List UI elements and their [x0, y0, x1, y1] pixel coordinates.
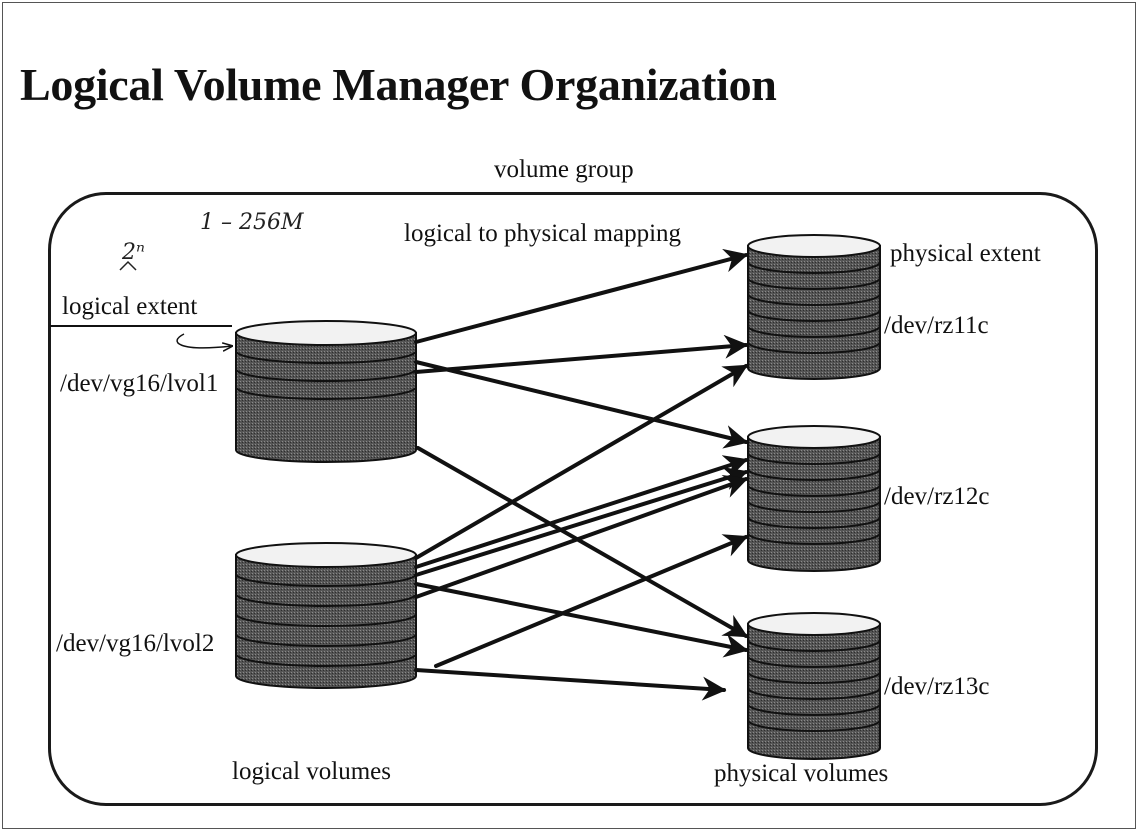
- arrow-lvol1-to-rz11c-mid: [414, 334, 749, 374]
- arrow-lvol1-to-rz13c: [416, 446, 749, 638]
- arrow-lvol2-to-rz12c-d: [434, 534, 749, 668]
- arrow-lvol2-to-rz12c-a: [414, 455, 749, 569]
- disk-lvol2: [235, 542, 417, 689]
- arrow-lvol2-to-rz11c: [414, 364, 749, 560]
- disk-rz12c: [747, 425, 881, 572]
- handwritten-size-note: 1 – 256M: [200, 210, 304, 235]
- physical-volumes-label: physical volumes: [714, 760, 889, 787]
- arrow-lvol1-to-rz11c-top: [414, 248, 749, 344]
- lvol1-label: /dev/vg16/lvol1: [60, 370, 219, 397]
- logical-volumes-label: logical volumes: [232, 758, 391, 785]
- handwritten-power-note: 2ⁿ: [122, 240, 145, 265]
- rz13c-label: /dev/rz13c: [884, 673, 990, 700]
- arrow-lvol1-to-rz12c: [414, 360, 749, 449]
- logical-extent-pointer: [176, 333, 232, 348]
- physical-extent-label: physical extent: [890, 240, 1041, 267]
- slide-title: Logical Volume Manager Organization: [20, 59, 777, 110]
- disk-rz11c: [747, 234, 881, 380]
- disk-lvol1: [235, 320, 417, 463]
- mapping-label: logical to physical mapping: [404, 220, 682, 247]
- arrow-lvol2-to-rz13c-bottom: [414, 668, 727, 701]
- arrow-lvol2-to-rz12c-c: [414, 474, 749, 599]
- volume-group-box: [48, 192, 1098, 806]
- lvol2-label: /dev/vg16/lvol2: [56, 630, 215, 657]
- handwritten-stroke: [119, 260, 137, 271]
- rz11c-label: /dev/rz11c: [884, 312, 989, 339]
- arrow-lvol2-to-rz12c-b: [414, 466, 749, 577]
- arrow-lvol2-to-rz13c: [414, 582, 749, 658]
- logical-extent-label: logical extent: [62, 293, 198, 320]
- rz12c-label: /dev/rz12c: [884, 483, 990, 510]
- volume-group-label: volume group: [494, 156, 634, 183]
- disk-rz13c: [747, 612, 881, 760]
